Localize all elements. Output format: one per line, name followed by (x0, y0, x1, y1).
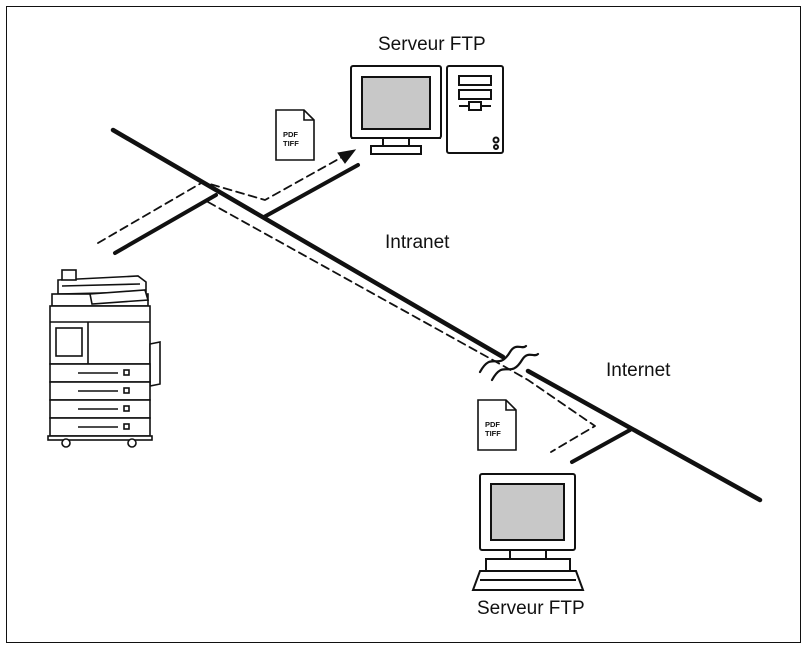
server-bottom-label: Serveur FTP (477, 598, 585, 619)
network-backbone-upper (110, 127, 506, 360)
data-path-to-server-bottom (207, 201, 596, 453)
internet-label: Internet (606, 360, 671, 381)
doc-top-format-pdf: PDF (283, 130, 298, 139)
branch-line-server-top (262, 163, 360, 219)
doc-top-format-tiff: TIFF (283, 139, 299, 148)
ftp-server-bottom (471, 473, 585, 591)
branch-line-server-bottom (570, 428, 632, 464)
network-break-symbol (478, 344, 540, 382)
doc-bottom-format-tiff: TIFF (485, 429, 501, 438)
document-icon-top (275, 109, 315, 161)
network-backbone-lower (525, 368, 763, 503)
data-path-to-server-top (97, 155, 345, 244)
data-path-arrowhead (337, 149, 357, 164)
doc-bottom-format-pdf: PDF (485, 420, 500, 429)
copier-icon (47, 269, 161, 448)
document-icon-bottom (477, 399, 517, 451)
server-top-label: Serveur FTP (378, 34, 486, 55)
branch-line-copier (113, 193, 218, 255)
ftp-server-top (350, 65, 504, 155)
diagram-frame (6, 6, 801, 643)
intranet-label: Intranet (385, 232, 450, 253)
